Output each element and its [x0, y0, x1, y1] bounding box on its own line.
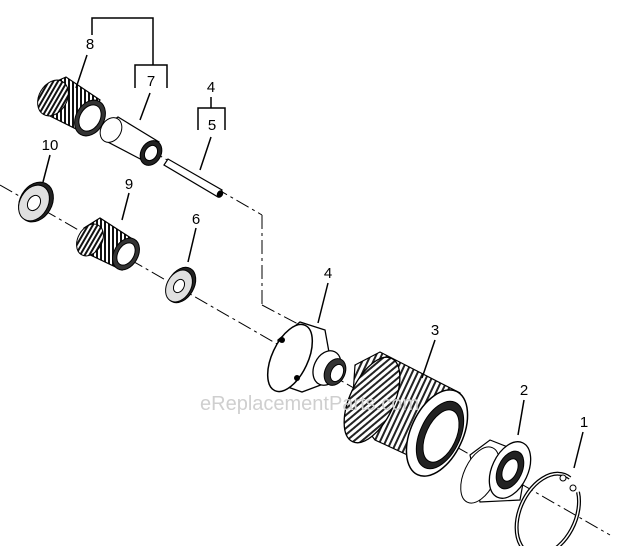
part-2-bearing: [460, 439, 532, 504]
part-3-threaded-housing: [343, 351, 469, 477]
callout-2: 2: [520, 382, 528, 399]
callout-8: 8: [86, 36, 94, 53]
callout-4-bracket: 4: [207, 79, 215, 96]
part-8-knurled-sleeve: [37, 76, 106, 137]
callout-9: 9: [125, 176, 133, 193]
part-4-hub: [266, 321, 347, 393]
part-1-retaining-ring: [514, 471, 582, 546]
callout-3: 3: [431, 322, 439, 339]
part-10-washer: [18, 181, 54, 223]
callout-10: 10: [42, 137, 59, 154]
part-9-knurled-sleeve: [76, 217, 140, 271]
callout-7: 7: [147, 73, 155, 90]
callout-4-hub: 4: [324, 265, 332, 282]
part-6-washer: [165, 266, 197, 304]
callout-5: 5: [208, 117, 216, 134]
callout-labels: 8 7 4 5 10 9 6 4 3 2 1: [42, 36, 589, 431]
callout-1: 1: [580, 414, 588, 431]
leader-lines: [42, 17, 584, 469]
part-7-tube: [99, 116, 163, 166]
callout-6: 6: [192, 211, 200, 228]
part-5-pin: [163, 158, 224, 198]
watermark-text: eReplacementParts.com: [200, 393, 419, 415]
